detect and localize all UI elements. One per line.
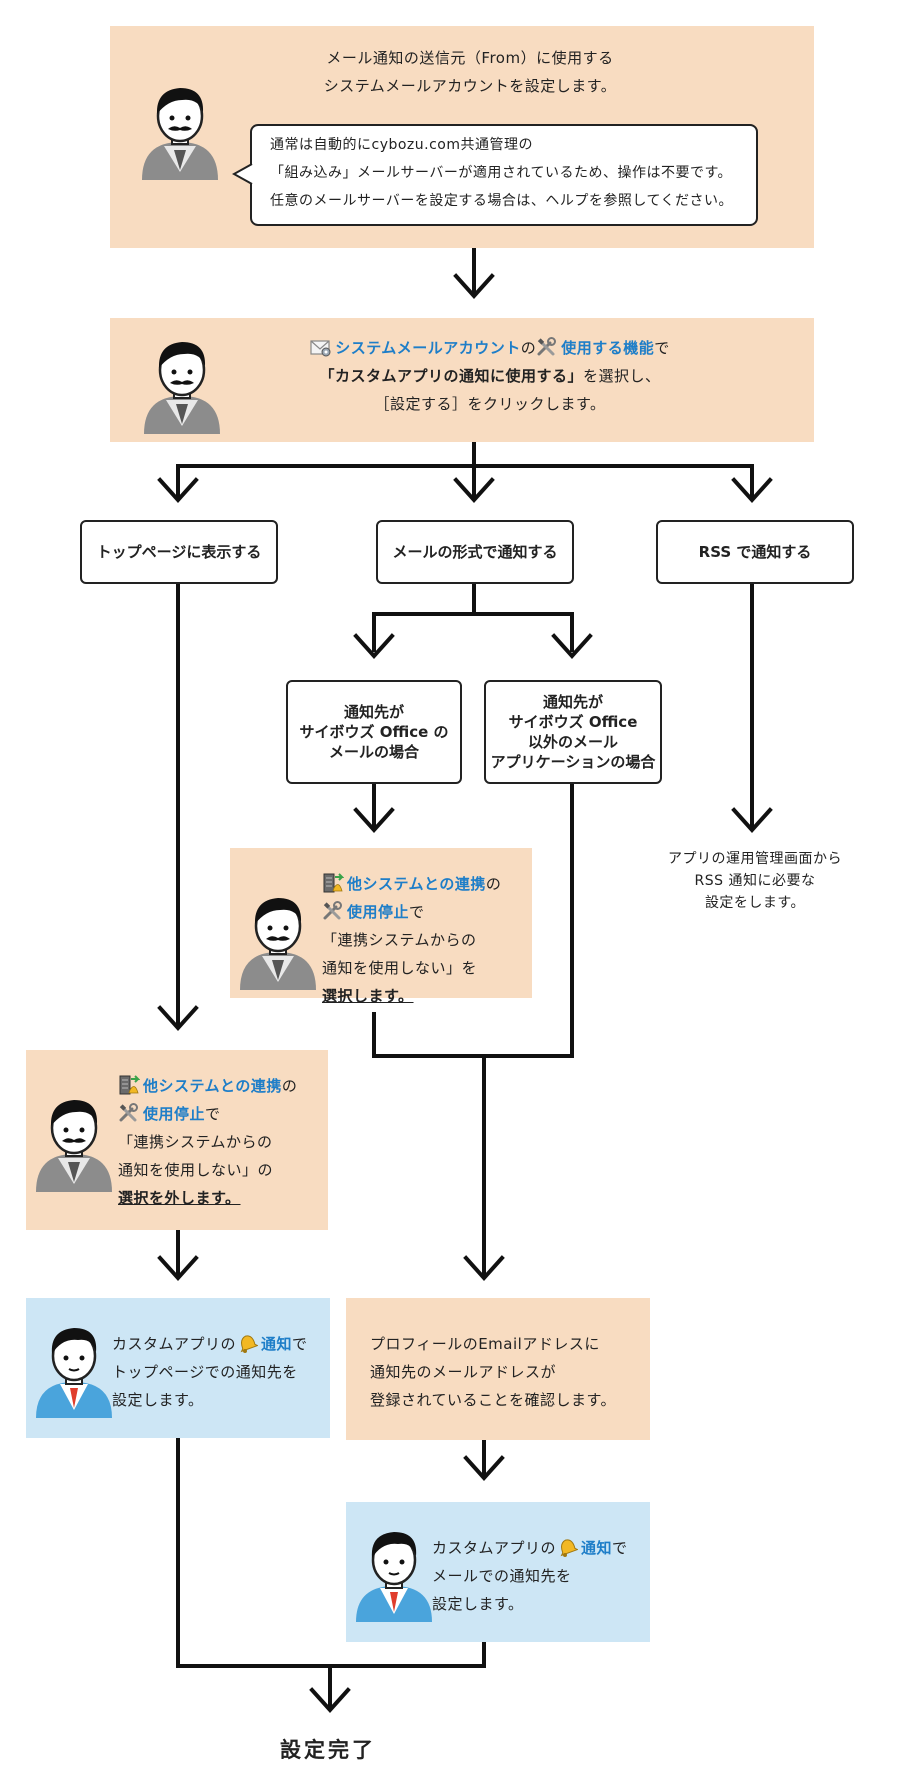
step1-line: メール通知の送信元（From）に使用する xyxy=(326,49,614,67)
particle: で xyxy=(409,903,425,921)
case-line: メールの場合 xyxy=(328,743,419,761)
arrow-head xyxy=(731,477,773,503)
stop-unselect-text: 他システムとの連携の 使用停止で 「連携システムからの 通知を使用しない」の 選… xyxy=(118,1072,297,1212)
notify-top-line: トップページでの通知先を xyxy=(112,1363,298,1381)
particle: の xyxy=(485,875,502,893)
arrow-head xyxy=(309,1687,351,1713)
particle: で xyxy=(292,1335,308,1353)
profile-line: 通知先のメールアドレスが xyxy=(370,1363,557,1381)
stop-select-text: 他システムとの連携の 使用停止で 「連携システムからの 通知を使用しない」を 選… xyxy=(322,870,501,1010)
case-other-mail: 通知先が サイボウズ Office 以外のメール アプリケーションの場合 xyxy=(484,680,662,784)
bubble-line: 通常は自動的にcybozu.com共通管理の xyxy=(270,137,534,153)
stop-unselect-line: 通知を使用しない」の xyxy=(118,1161,274,1179)
arrow-head xyxy=(453,477,495,503)
arrow-head xyxy=(453,273,495,299)
step2-line3: ［設定する］をクリックします。 xyxy=(374,395,606,413)
particle: で xyxy=(612,1539,628,1557)
notify-top-text: カスタムアプリの 通知で トップページでの通知先を 設定します。 xyxy=(112,1330,308,1414)
profile-line: プロフィールのEmailアドレスに xyxy=(370,1335,600,1353)
server-link-icon xyxy=(118,1075,140,1095)
step2-select-text: を選択し、 xyxy=(583,367,661,385)
arrow-head xyxy=(463,1255,505,1281)
branch-top-page: トップページに表示する xyxy=(80,520,278,584)
notify-top-line: 設定します。 xyxy=(112,1391,204,1409)
branch-mail: メールの形式で通知する xyxy=(376,520,574,584)
stop-select-action: 選択します。 xyxy=(322,987,414,1005)
user-avatar-icon xyxy=(32,1318,116,1418)
arrow-head xyxy=(353,807,395,833)
bubble-line: 「組み込み」メールサーバーが適用されているため、操作は不要です。 xyxy=(270,165,733,181)
notify-prefix: カスタムアプリの xyxy=(112,1335,237,1353)
step2-text: システムメールアカウントの 使用する機能で 「カスタムアプリの通知に使用する」を選… xyxy=(240,334,740,418)
case-line: アプリケーションの場合 xyxy=(490,753,656,771)
stop-select-line: 「連携システムからの xyxy=(322,931,477,949)
mail-gear-icon xyxy=(310,337,332,357)
custom-app-option: 「カスタムアプリの通知に使用する」 xyxy=(319,367,583,385)
notify-mail-line: 設定します。 xyxy=(432,1595,524,1613)
arrow-head xyxy=(551,633,593,659)
system-mail-account-link[interactable]: システムメールアカウント xyxy=(335,339,521,357)
profile-panel xyxy=(346,1298,650,1440)
notify-mail-line: メールでの通知先を xyxy=(432,1567,572,1585)
admin-avatar-icon xyxy=(140,334,224,434)
arrow-head xyxy=(157,1255,199,1281)
tools-icon xyxy=(322,901,344,921)
arrow-head xyxy=(353,633,395,659)
step1-text: メール通知の送信元（From）に使用する システムメールアカウントを設定します。 xyxy=(300,44,640,100)
stop-use-link[interactable]: 使用停止 xyxy=(143,1105,206,1123)
admin-avatar-icon xyxy=(236,890,320,990)
speech-bubble-tail xyxy=(232,163,253,185)
case-line: サイボウズ Office xyxy=(508,713,638,731)
bell-icon xyxy=(556,1537,578,1557)
arrow-head xyxy=(731,807,773,833)
profile-line: 登録されていることを確認します。 xyxy=(370,1391,617,1409)
rss-note-line: 設定をします。 xyxy=(704,895,806,911)
setup-complete: 設定完了 xyxy=(280,1738,376,1762)
stop-unselect-action: 選択を外します。 xyxy=(118,1189,241,1207)
case-office-mail: 通知先が サイボウズ Office の メールの場合 xyxy=(286,680,462,784)
branch-label: トップページに表示する xyxy=(96,543,262,561)
step2-particle: の xyxy=(520,339,537,357)
tools-icon xyxy=(536,337,558,357)
step2-panel xyxy=(110,318,814,442)
other-system-link[interactable]: 他システムとの連携 xyxy=(347,875,486,893)
case-line: 以外のメール xyxy=(527,733,618,751)
bubble-text: 通常は自動的にcybozu.com共通管理の 「組み込み」メールサーバーが適用さ… xyxy=(270,131,733,215)
stop-select-line: 通知を使用しない」を xyxy=(322,959,478,977)
rss-note-line: RSS 通知に必要な xyxy=(694,873,816,889)
rss-note: アプリの運用管理画面から RSS 通知に必要な 設定をします。 xyxy=(650,848,860,914)
bubble-line: 任意のメールサーバーを設定する場合は、ヘルプを参照してください。 xyxy=(270,193,734,209)
notification-link[interactable]: 通知 xyxy=(581,1539,613,1557)
branch-label: RSS で通知する xyxy=(698,543,812,561)
step1-line: システムメールアカウントを設定します。 xyxy=(323,77,617,95)
step2-particle: で xyxy=(654,339,670,357)
particle: の xyxy=(281,1077,298,1095)
use-function-link[interactable]: 使用する機能 xyxy=(561,339,655,357)
speech-bubble xyxy=(250,124,758,226)
arrow-head xyxy=(157,1005,199,1031)
stop-unselect-line: 「連携システムからの xyxy=(118,1133,273,1151)
rss-note-line: アプリの運用管理画面から xyxy=(668,851,842,867)
case-line: サイボウズ Office の xyxy=(299,723,449,741)
tools-icon xyxy=(118,1103,140,1123)
bell-icon xyxy=(236,1333,258,1353)
notification-link[interactable]: 通知 xyxy=(261,1335,293,1353)
notify-mail-text: カスタムアプリの 通知で メールでの通知先を 設定します。 xyxy=(432,1534,628,1618)
stop-use-link[interactable]: 使用停止 xyxy=(347,903,410,921)
branch-rss: RSS で通知する xyxy=(656,520,854,584)
profile-text: プロフィールのEmailアドレスに 通知先のメールアドレスが 登録されていること… xyxy=(370,1330,616,1414)
particle: で xyxy=(205,1105,221,1123)
notify-prefix: カスタムアプリの xyxy=(432,1539,557,1557)
server-link-icon xyxy=(322,873,344,893)
admin-avatar-icon xyxy=(32,1092,116,1192)
other-system-link[interactable]: 他システムとの連携 xyxy=(143,1077,282,1095)
case-line: 通知先が xyxy=(343,703,404,721)
case-line: 通知先が xyxy=(542,693,603,711)
user-avatar-icon xyxy=(352,1522,436,1622)
branch-label: メールの形式で通知する xyxy=(392,543,558,561)
arrow-head xyxy=(157,477,199,503)
admin-avatar-icon xyxy=(138,80,222,180)
arrow-head xyxy=(463,1455,505,1481)
